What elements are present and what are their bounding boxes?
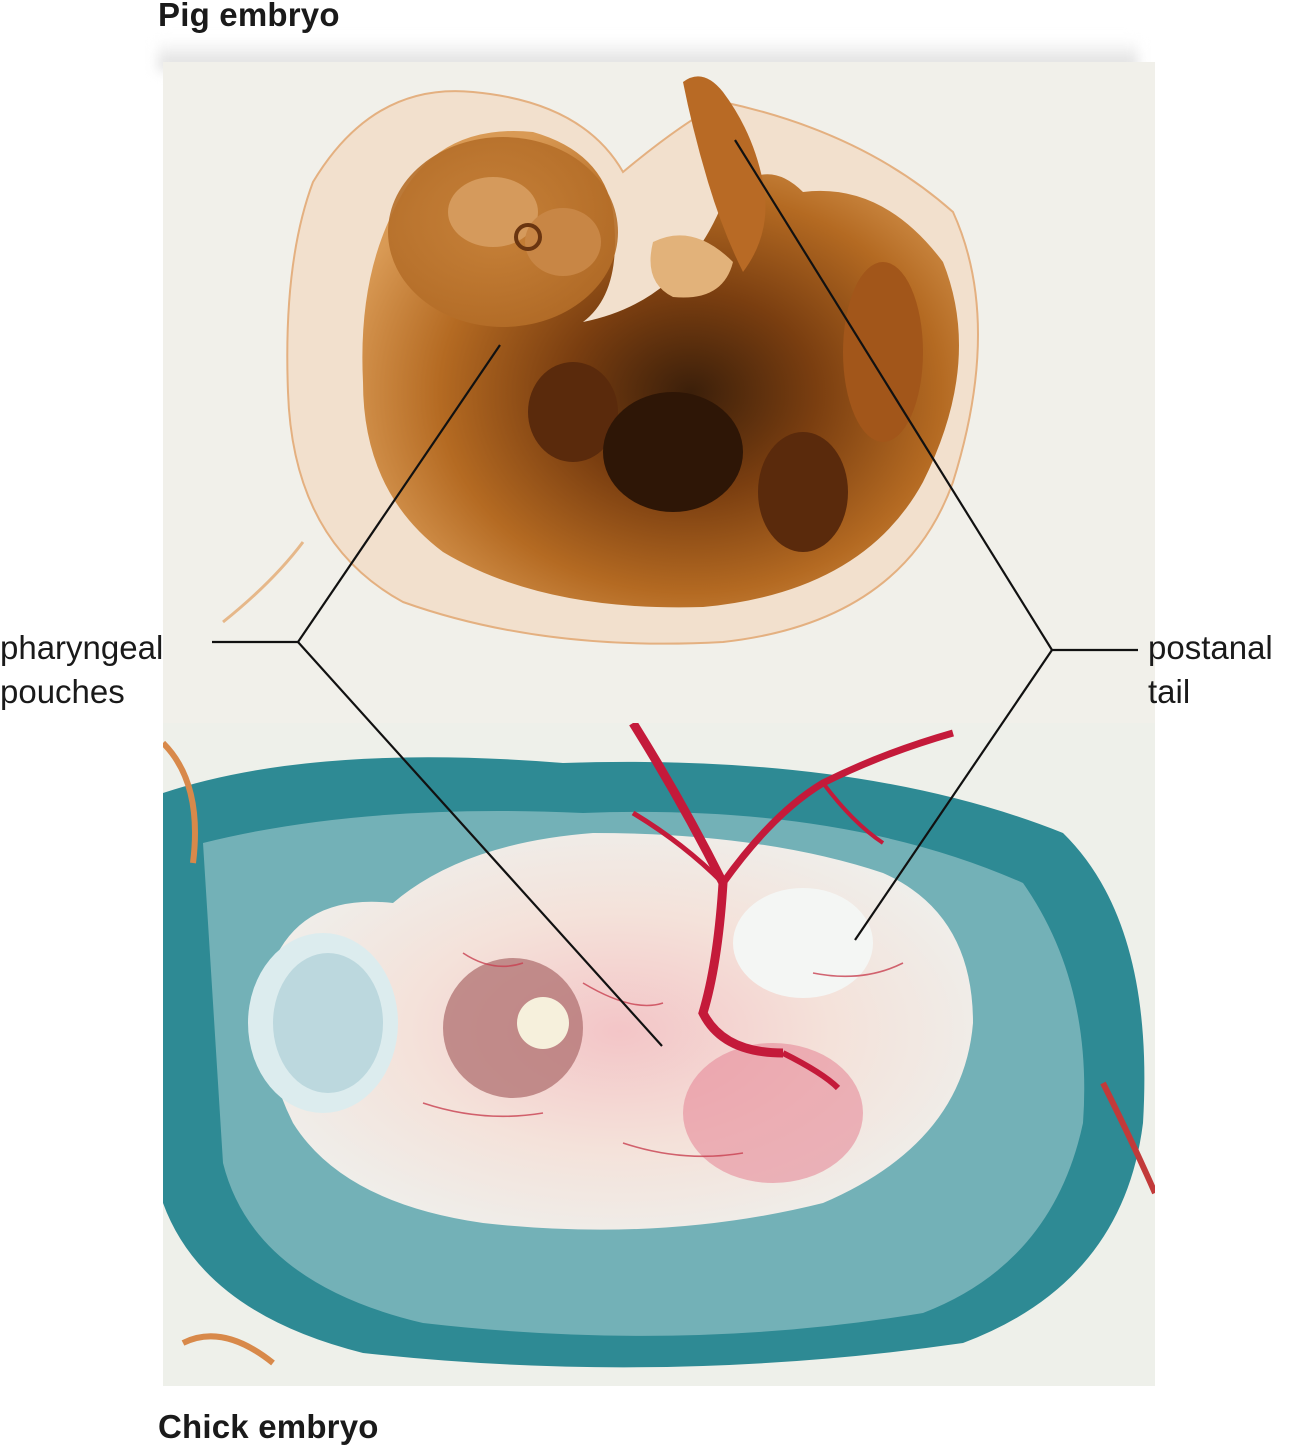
postanal-leader-to-chick [854, 649, 1053, 941]
pharyngeal-leader-to-chick [297, 641, 663, 1047]
chick-embryo-photo [163, 723, 1155, 1386]
postanal-label-line2: tail [1148, 673, 1191, 710]
chick-embryo-caption: Chick embryo [158, 1408, 379, 1445]
pharyngeal-label-line1: pharyngeal [0, 629, 164, 666]
postanal-label-line1: postanal [1148, 629, 1273, 666]
pharyngeal-leader-to-pig [297, 344, 501, 643]
pharyngeal-pouches-label: pharyngeal pouches [0, 626, 163, 714]
pharyngeal-label-line2: pouches [0, 673, 125, 710]
postanal-leader-to-pig [734, 139, 1053, 651]
pig-embryo-caption: Pig embryo [158, 0, 340, 33]
pig-embryo-photo [163, 62, 1155, 723]
postanal-tail-label: postanal tail [1148, 626, 1273, 714]
